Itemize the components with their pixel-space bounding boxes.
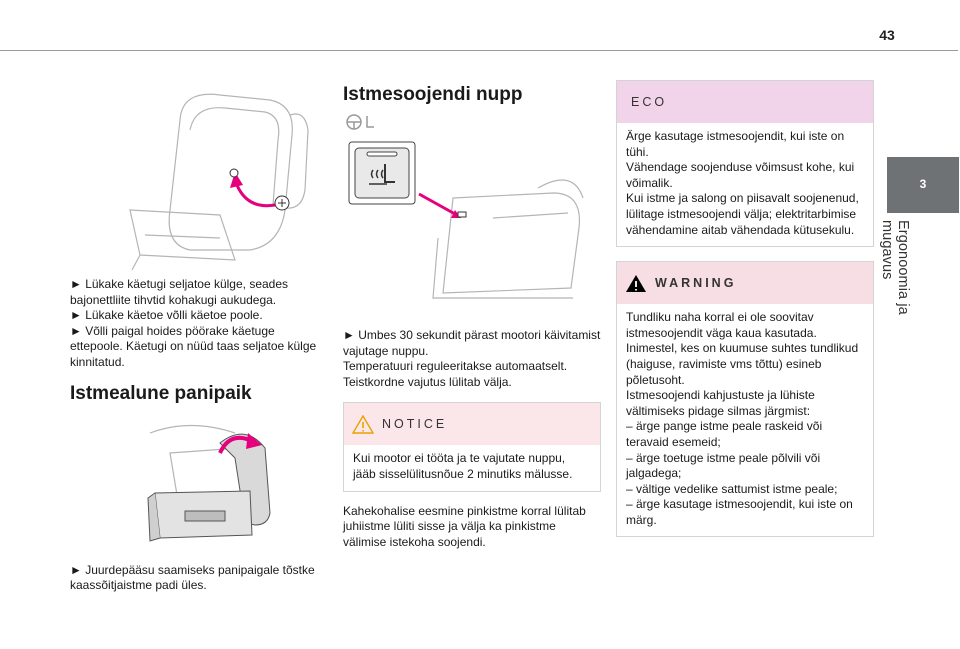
page-number: 43 bbox=[879, 27, 895, 43]
seat-heater-heading: Istmesoojendi nupp bbox=[343, 84, 523, 105]
seat-heater-auto: Temperatuuri reguleeritakse automaatselt… bbox=[343, 359, 568, 374]
eco-line-2: Vähendage soojenduse võimsust kohe, kui … bbox=[626, 160, 855, 190]
steering-seat-icon bbox=[343, 112, 377, 132]
column-1: ► Lükake käetugi seljatoe külge, seades … bbox=[70, 60, 320, 594]
bayonet-icon bbox=[274, 195, 290, 211]
warning-triangle-icon bbox=[626, 274, 646, 292]
eco-header: ECO bbox=[617, 81, 873, 123]
armrest-illustration bbox=[129, 93, 309, 271]
chapter-tab[interactable]: 3 bbox=[887, 157, 959, 213]
warning-title: WARNING bbox=[655, 276, 737, 291]
warning-line-3: Istmesoojendi kahjustuste ja lühiste väl… bbox=[626, 388, 815, 418]
seat-heater-step: ► Umbes 30 sekundit pärast mootori käivi… bbox=[343, 328, 601, 358]
warning-header: WARNING bbox=[617, 262, 873, 305]
under-seat-storage-illustration bbox=[147, 424, 271, 542]
warning-line-6: – vältige vedelike sattumist istme peale… bbox=[626, 481, 838, 496]
warning-box: WARNING Tundliku naha korral ei ole soov… bbox=[616, 261, 874, 538]
seat-heater-button-icon bbox=[348, 141, 416, 205]
chapter-title: Ergonoomia ja mugavus bbox=[879, 220, 911, 315]
storage-heading: Istmealune panipaik bbox=[70, 382, 252, 404]
armrest-step-1: ► Lükake käetugi seljatoe külge, seades … bbox=[70, 277, 289, 307]
warning-line-2: Inimestel, kes on kuumuse suhtes tundlik… bbox=[626, 341, 859, 387]
eco-box: ECO Ärge kasutage istmesoojendit, kui is… bbox=[616, 80, 874, 248]
seat-heater-illustration bbox=[348, 141, 584, 299]
eco-line-1: Ärge kasutage istmesoojendit, kui iste o… bbox=[626, 129, 845, 159]
column-3: ECO Ärge kasutage istmesoojendit, kui is… bbox=[616, 80, 874, 538]
chapter-tab-number: 3 bbox=[919, 177, 927, 191]
notice-header: NOTICE bbox=[344, 403, 600, 446]
storage-step: ► Juurdepääsu saamiseks panipaigale tõst… bbox=[70, 562, 315, 593]
top-rule bbox=[0, 50, 958, 51]
column-2: Istmesoojendi nupp ► Umbes 30 sekundit p… bbox=[343, 60, 601, 550]
armrest-step-3: ► Võlli paigal hoides pöörake käetuge et… bbox=[70, 323, 317, 369]
warning-triangle-icon bbox=[352, 414, 374, 434]
bench-seat-text: Kahekohalise eesmine pinkistme korral lü… bbox=[343, 503, 586, 549]
seat-heater-off: Teistkordne vajutus lülitab välja. bbox=[343, 374, 512, 389]
warning-line-4: – ärge pange istme peale raskeid või ter… bbox=[626, 419, 823, 449]
warning-line-1: Tundliku naha korral ei ole soovitav ist… bbox=[626, 310, 817, 340]
eco-title: ECO bbox=[631, 95, 668, 109]
notice-text: Kui mootor ei tööta ja te vajutate nuppu… bbox=[353, 451, 573, 481]
warning-line-7: – ärge kasutage istmesoojendit, kui iste… bbox=[626, 497, 853, 527]
notice-box: NOTICE Kui mootor ei tööta ja te vajutat… bbox=[343, 402, 601, 492]
eco-line-3: Kui istme ja salong on piisavalt soojene… bbox=[626, 191, 859, 237]
armrest-step-2: ► Lükake käetoe võlli käetoe poole. bbox=[70, 308, 263, 323]
warning-line-5: – ärge toetuge istme peale põlvili või j… bbox=[626, 450, 821, 481]
notice-title: NOTICE bbox=[382, 417, 448, 432]
